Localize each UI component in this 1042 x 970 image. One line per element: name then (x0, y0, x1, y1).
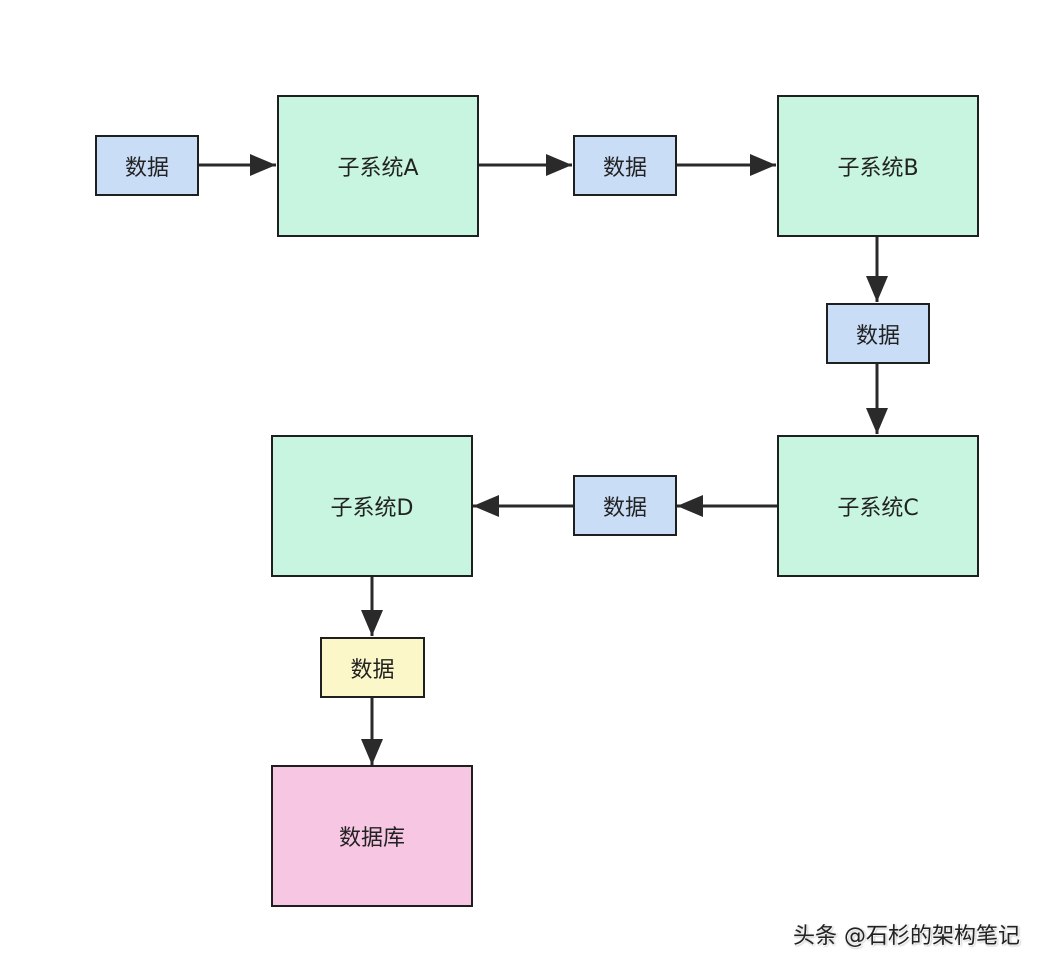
watermark: 头条 @石杉的架构笔记 (793, 924, 1020, 949)
subsystem-d[interactable]: 子系统D (271, 435, 473, 577)
subsystem-c-label: 子系统C (837, 496, 919, 521)
subsystem-b-label: 子系统B (837, 156, 919, 181)
subsystem-b[interactable]: 子系统B (777, 95, 979, 237)
database-label: 数据库 (338, 826, 405, 851)
data-node-a-b[interactable]: 数据 (573, 135, 677, 196)
data-node-label: 数据 (124, 155, 169, 181)
subsystem-a-label: 子系统A (337, 156, 419, 181)
data-node-d-db[interactable]: 数据 (320, 637, 425, 698)
subsystem-c[interactable]: 子系统C (777, 435, 979, 577)
subsystem-d-label: 子系统D (330, 496, 414, 521)
data-node-c-d[interactable]: 数据 (573, 475, 677, 536)
subsystem-a[interactable]: 子系统A (277, 95, 479, 237)
data-node-b-c[interactable]: 数据 (826, 303, 930, 364)
data-node-label: 数据 (602, 495, 647, 521)
data-node-label: 数据 (602, 155, 647, 181)
data-node-label: 数据 (855, 323, 900, 349)
database-node[interactable]: 数据库 (271, 765, 473, 907)
data-node-label: 数据 (350, 657, 395, 683)
data-node-input[interactable]: 数据 (95, 135, 199, 196)
